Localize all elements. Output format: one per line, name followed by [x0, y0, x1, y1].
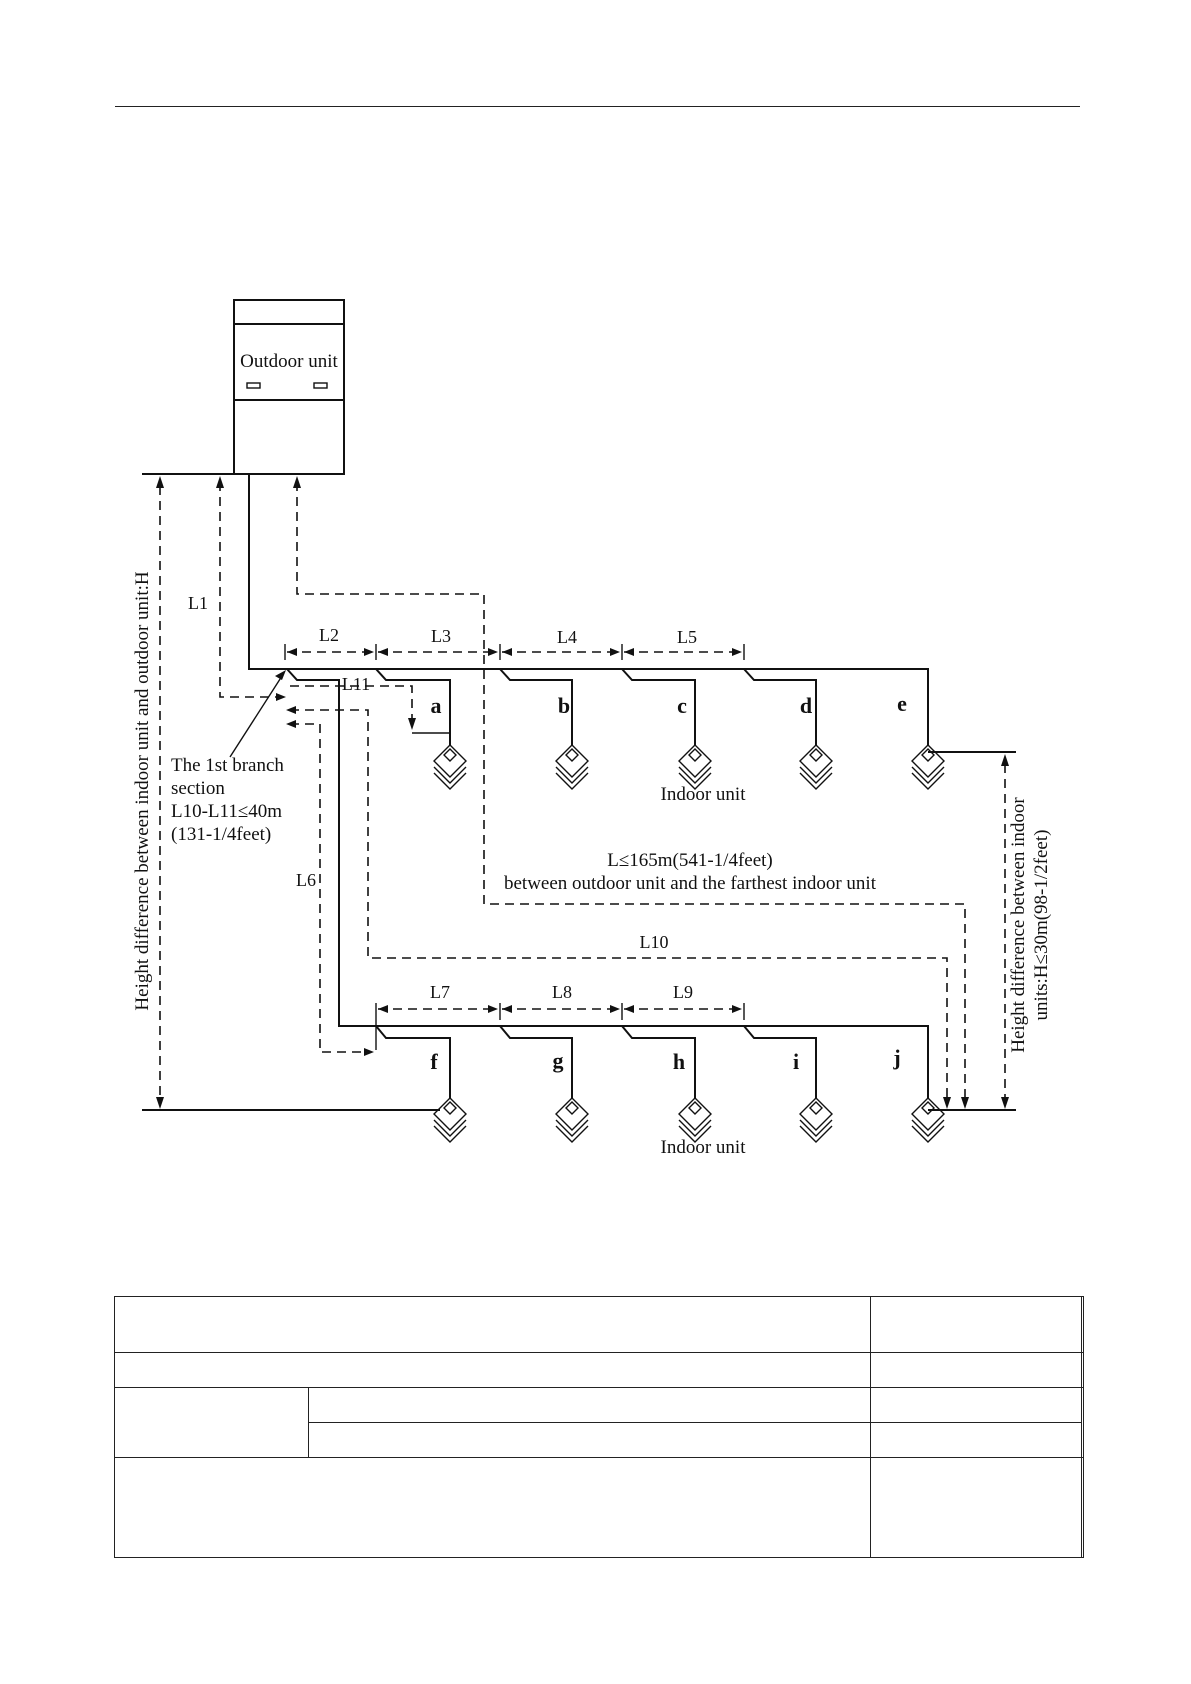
indoor-unit-caption-bottom: Indoor unit: [661, 1137, 747, 1158]
l11-dimension: [290, 685, 413, 722]
unit-letter-i: i: [793, 1049, 799, 1074]
table-cell: [869, 1352, 1082, 1388]
outdoor-unit: Outdoor unit: [233, 299, 345, 475]
table-row: [114, 1352, 1084, 1388]
indoor-unit-f-icon: [433, 1097, 467, 1143]
first-branch-pointer: [229, 675, 283, 758]
main-pipe-top: [248, 474, 748, 670]
height-h-label: Height difference between indoor unit an…: [132, 571, 153, 1010]
outdoor-unit-slot-right: [313, 382, 328, 389]
unit-letter-a: a: [431, 693, 442, 718]
first-branch-note: The 1st branch section L10-L11≤40m (131-…: [171, 755, 284, 845]
label-l6: L6: [296, 870, 316, 890]
branch-to-b: [499, 668, 573, 745]
l10-dimension: [290, 709, 948, 1103]
piping-diagram: Outdoor unit: [132, 299, 1052, 1158]
unit-letter-g: g: [553, 1048, 564, 1073]
first-branch-note-line-4: (131-1/4feet): [171, 824, 271, 845]
indoor-height-label-line-2: units:H≤30m(98-1/2feet): [1031, 830, 1052, 1021]
segment-dimensions: [287, 648, 742, 1013]
label-l4: L4: [557, 627, 577, 647]
indoor-unit-b-icon: [555, 744, 589, 790]
first-branch-note-line-1: The 1st branch: [171, 755, 284, 776]
unit-letter-d: d: [800, 693, 812, 718]
label-l5: L5: [677, 627, 697, 647]
indoor-unit-j-icon: [911, 1097, 945, 1143]
main-pipe-bottom: [286, 668, 748, 1027]
branch-to-f: [375, 1025, 451, 1098]
table-cell: [114, 1296, 871, 1353]
table-cell: [114, 1387, 309, 1458]
label-l2: L2: [319, 625, 339, 645]
unit-letter-f: f: [430, 1049, 438, 1074]
max-length-note-line-1: L≤165m(541-1/4feet): [607, 850, 773, 871]
indoor-unit-c-icon: [678, 744, 712, 790]
max-length-note-line-2: between outdoor unit and the farthest in…: [504, 873, 877, 894]
table-row: [114, 1296, 1084, 1353]
table-row: [114, 1457, 1084, 1558]
table-cell: [869, 1387, 1082, 1423]
indoor-unit-h-icon: [678, 1097, 712, 1143]
label-l10: L10: [640, 932, 669, 952]
indoor-height-label-line-1: Height difference between indoor: [1008, 797, 1029, 1053]
table-cell: [869, 1457, 1082, 1558]
indoor-unit-g-icon: [555, 1097, 589, 1143]
branch-to-h: [621, 1025, 696, 1098]
table-cell: [869, 1422, 1082, 1458]
indoor-unit-d-icon: [799, 744, 833, 790]
max-length-dimension: [296, 482, 966, 1103]
table-cell: [1080, 1352, 1084, 1388]
header-rule: [115, 106, 1080, 107]
indoor-unit-a-icon: [433, 744, 467, 790]
outdoor-unit-slot-left: [246, 382, 261, 389]
spec-table: [114, 1296, 1084, 1558]
l6-dimension: [290, 723, 370, 1053]
branch-to-i: [743, 1025, 817, 1098]
table-cell: [114, 1352, 871, 1388]
label-l9: L9: [673, 982, 693, 1002]
table-cell: [308, 1387, 871, 1423]
branch-to-g: [499, 1025, 573, 1098]
unit-letter-b: b: [558, 693, 570, 718]
branch-to-d: [743, 668, 817, 745]
first-branch-note-line-3: L10-L11≤40m: [171, 801, 282, 822]
first-branch-note-line-2: section: [171, 778, 225, 799]
table-cell: [869, 1296, 1082, 1353]
label-l3: L3: [431, 626, 451, 646]
pipe-to-unit-e: [748, 668, 929, 745]
label-l8: L8: [552, 982, 572, 1002]
unit-letter-c: c: [677, 693, 687, 718]
table-cell: [308, 1422, 871, 1458]
table-cell: [1080, 1296, 1084, 1353]
unit-letter-h: h: [673, 1049, 685, 1074]
pipe-to-unit-j: [748, 1025, 929, 1098]
branch-joint-ticks: [284, 644, 745, 1050]
l1-dimension: [219, 482, 283, 698]
indoor-unit-caption-top: Indoor unit: [661, 784, 747, 805]
label-l7: L7: [430, 982, 450, 1002]
branch-to-a: [375, 668, 451, 745]
table-cell: [114, 1457, 871, 1558]
table-row: [114, 1387, 1084, 1458]
unit-letter-e: e: [897, 691, 907, 716]
table-cell: [1080, 1457, 1084, 1558]
indoor-unit-i-icon: [799, 1097, 833, 1143]
branch-to-c: [621, 668, 696, 745]
unit-letter-j: j: [892, 1045, 900, 1070]
outdoor-unit-label: Outdoor unit: [240, 351, 338, 372]
label-l11: L11: [342, 674, 370, 694]
label-l1: L1: [188, 593, 208, 613]
table-cell: [1080, 1387, 1084, 1458]
